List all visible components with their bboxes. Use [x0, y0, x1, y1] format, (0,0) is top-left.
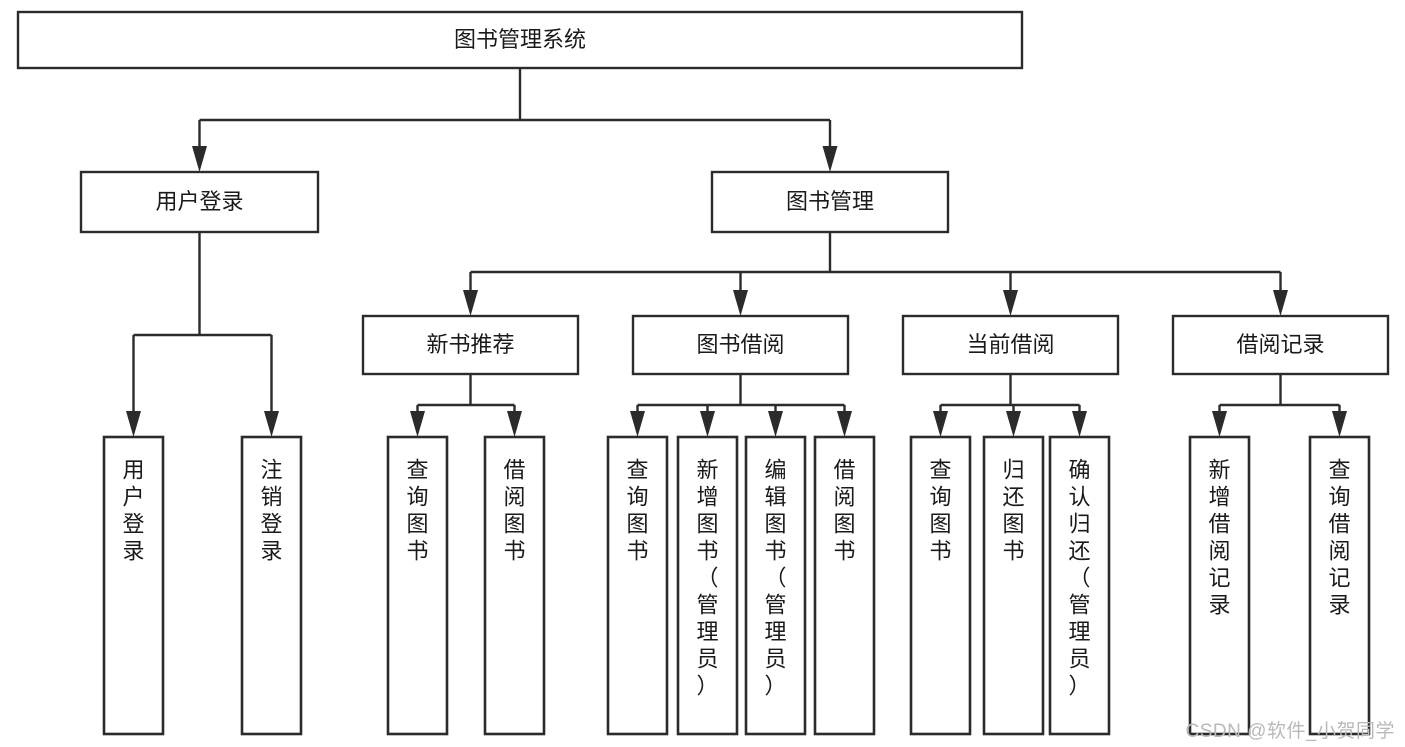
leaf-text-7: 借阅图书	[833, 458, 855, 564]
bookmgmt-to-level2-0-arrowhead	[463, 290, 478, 316]
bookmgmt-to-level2-2-arrowhead	[1003, 290, 1018, 316]
leaf-arrow-11-arrowhead	[1212, 411, 1227, 437]
node-box-level2-3[interactable]	[1171, 314, 1390, 376]
node-box-level2-0[interactable]	[361, 314, 580, 376]
leaf-box-0[interactable]	[102, 435, 165, 736]
leaf-text-12: 查询借阅记录	[1328, 458, 1350, 618]
node-label-level2-1: 图书借阅	[696, 332, 784, 357]
node-box-level2-2[interactable]	[901, 314, 1120, 376]
leaf-text-0: 用户登录	[122, 458, 144, 564]
leaf-box-9[interactable]	[982, 435, 1045, 736]
node-label-root: 图书管理系统	[454, 27, 586, 52]
root-to-level1-1-arrowhead	[822, 146, 838, 172]
leaf-arrow-2-arrowhead	[410, 411, 425, 437]
node-box-level2-1[interactable]	[631, 314, 850, 376]
node-layer: 图书管理系统用户登录图书管理新书推荐图书借阅当前借阅借阅记录用户登录注销登录查询…	[16, 10, 1390, 736]
leaf-box-10[interactable]	[1048, 435, 1111, 736]
leaf-box-6[interactable]	[744, 435, 807, 736]
leaf-box-1[interactable]	[240, 435, 303, 736]
leaf-box-11[interactable]	[1188, 435, 1251, 736]
leaf-text-4: 查询图书	[626, 458, 648, 564]
leaf-box-3[interactable]	[483, 435, 546, 736]
root-to-level1-0-arrowhead	[192, 146, 207, 172]
leaf-arrow-6-arrowhead	[768, 411, 783, 437]
node-label-level2-2: 当前借阅	[966, 332, 1054, 357]
leaf-box-2[interactable]	[386, 435, 449, 736]
csdn-watermark: CSDN @软件_小贺同学	[1185, 721, 1395, 742]
leaf-text-3: 借阅图书	[503, 458, 525, 564]
bookmgmt-to-level2-1-arrowhead	[733, 290, 748, 316]
leaf-arrow-1-arrowhead	[264, 411, 279, 437]
leaf-arrow-3-arrowhead	[507, 411, 522, 437]
leaf-text-8: 查询图书	[929, 458, 951, 564]
node-box-level1-1[interactable]	[710, 170, 950, 234]
leaf-arrow-7-arrowhead	[837, 411, 852, 437]
leaf-arrow-5-arrowhead	[700, 411, 715, 437]
leaf-box-8[interactable]	[909, 435, 972, 736]
leaf-box-5[interactable]	[676, 435, 739, 736]
leaf-arrow-8-arrowhead	[933, 411, 948, 437]
leaf-text-2: 查询图书	[406, 458, 428, 564]
leaf-text-9: 归还图书	[1002, 458, 1024, 564]
node-box-root[interactable]	[16, 10, 1024, 70]
leaf-box-12[interactable]	[1308, 435, 1371, 736]
leaf-arrow-4-arrowhead	[630, 411, 645, 437]
leaf-text-1: 注销登录	[260, 458, 282, 564]
leaf-arrow-0-arrowhead	[126, 411, 141, 437]
node-label-level2-0: 新书推荐	[426, 332, 514, 357]
node-label-level2-3: 借阅记录	[1236, 332, 1324, 357]
leaf-box-7[interactable]	[813, 435, 876, 736]
leaf-arrow-9-arrowhead	[1006, 411, 1021, 437]
node-label-level1-1: 图书管理	[786, 189, 874, 214]
leaf-text-6: 编辑图书（管理员）	[764, 458, 786, 699]
leaf-box-4[interactable]	[606, 435, 669, 736]
connector-layer	[126, 68, 1347, 437]
bookmgmt-to-level2-3-arrowhead	[1273, 290, 1288, 316]
leaf-arrow-10-arrowhead	[1072, 411, 1087, 437]
leaf-text-5: 新增图书（管理员）	[696, 458, 718, 699]
leaf-text-10: 确认归还（管理员）	[1068, 458, 1090, 699]
leaf-arrow-12-arrowhead	[1332, 411, 1347, 437]
leaf-text-11: 新增借阅记录	[1208, 458, 1230, 618]
node-label-level1-0: 用户登录	[155, 189, 243, 214]
node-box-level1-0[interactable]	[79, 170, 320, 234]
